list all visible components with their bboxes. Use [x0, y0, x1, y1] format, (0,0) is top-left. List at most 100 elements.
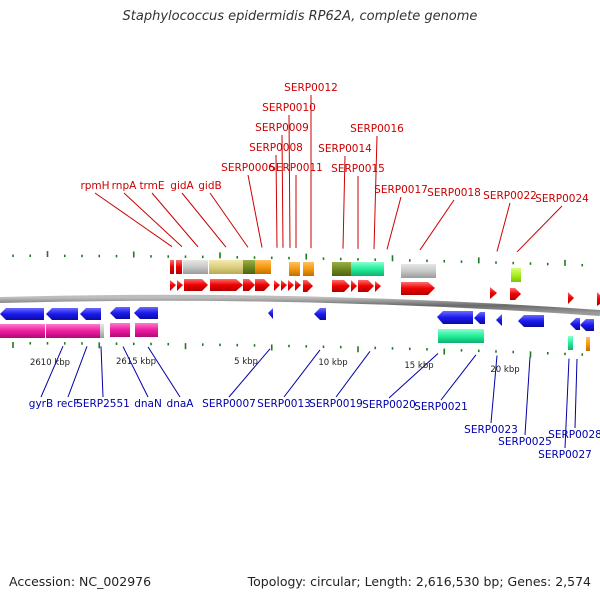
gene-label: SERP0006 — [221, 162, 275, 174]
gene-arrow-forward — [243, 279, 255, 291]
gene-label: SERP0023 — [464, 424, 518, 436]
feature-block — [110, 323, 130, 337]
gene-label: SERP0024 — [535, 193, 589, 205]
gene-label: trmE — [139, 180, 164, 192]
feature-block — [568, 336, 573, 350]
gene-label: SERP0007 — [202, 398, 256, 410]
feature-block — [586, 337, 590, 351]
leader-line — [67, 346, 88, 398]
leader-line — [147, 346, 181, 398]
leader-line — [388, 353, 439, 399]
leader-line — [100, 346, 104, 398]
leader-line — [94, 192, 173, 248]
leader-line — [440, 354, 477, 401]
scale-label: 2615 kbp — [116, 357, 156, 367]
topology-text: Topology: circular; Length: 2,616,530 bp… — [247, 574, 591, 589]
gene-arrow-forward — [288, 280, 294, 291]
leader-line — [564, 358, 570, 449]
map-title: Staphylococcus epidermidis RP62A, comple… — [122, 9, 478, 24]
gene-arrow-forward — [568, 292, 574, 304]
leader-line — [288, 114, 291, 248]
gene-label: SERP0013 — [257, 398, 311, 410]
feature-block — [209, 260, 243, 274]
gene-label: SERP0014 — [318, 143, 372, 155]
gene-label: SERP0021 — [414, 401, 468, 413]
gene-label: dnaN — [134, 398, 162, 410]
feature-block — [289, 262, 300, 276]
gene-label: SERP0028 — [548, 429, 600, 441]
gene-arrow-forward — [332, 280, 350, 292]
gene-arrow-forward — [177, 280, 183, 291]
leader-line — [516, 205, 563, 253]
leader-line — [209, 192, 249, 248]
gene-arrow-reverse — [570, 318, 580, 330]
gene-label: gidA — [170, 180, 194, 192]
leader-line — [335, 351, 371, 398]
gene-arrow-reverse — [46, 308, 78, 320]
feature-block — [303, 262, 314, 276]
gene-label: SERP2551 — [76, 398, 130, 410]
scale-label: 20 kbp — [490, 365, 519, 375]
gene-label: SERP0011 — [269, 162, 323, 174]
gene-label: gidB — [198, 180, 221, 192]
gene-label: SERP0022 — [483, 190, 537, 202]
gene-arrow-forward — [401, 282, 435, 295]
gene-arrow-forward — [510, 288, 521, 300]
gene-label: SERP0018 — [427, 187, 481, 199]
gene-label: SERP0008 — [249, 142, 303, 154]
tick-marks-bottom — [12, 342, 584, 358]
leader-line — [181, 192, 227, 248]
gene-arrow-forward — [303, 280, 313, 292]
feature-block — [46, 324, 79, 338]
feature-block — [351, 262, 384, 276]
gene-arrow-forward — [351, 280, 357, 292]
scale-label: 15 kbp — [404, 361, 433, 371]
gene-label: dnaA — [167, 398, 195, 410]
leader-line — [490, 355, 498, 424]
forward-feature-track — [170, 260, 521, 282]
gene-label: SERP0012 — [284, 82, 338, 94]
gene-arrow-forward — [281, 280, 287, 291]
gene-label: rpmH — [80, 180, 109, 192]
gene-label: SERP0010 — [262, 102, 316, 114]
feature-block — [183, 260, 208, 274]
accession-text: Accession: NC_002976 — [9, 574, 152, 589]
gene-arrow-reverse — [0, 308, 44, 320]
leader-line — [151, 192, 199, 248]
gene-arrow-reverse — [110, 307, 130, 319]
leader-line — [574, 358, 578, 429]
reverse-gene-track — [0, 307, 594, 331]
leader-line — [123, 192, 183, 248]
feature-block — [401, 264, 436, 278]
gene-label: SERP0027 — [538, 449, 592, 461]
gene-label: SERP0020 — [362, 399, 416, 411]
gene-arrow-reverse — [268, 308, 273, 319]
gene-arrow-reverse — [80, 308, 101, 320]
gene-label: SERP0009 — [255, 122, 309, 134]
gene-label: SERP0025 — [498, 436, 552, 448]
gene-arrow-forward — [597, 292, 600, 306]
leader-line — [228, 348, 271, 398]
gene-arrow-forward — [358, 280, 374, 292]
gene-label: rnpA — [112, 180, 137, 192]
leader-line — [496, 202, 511, 252]
leader-line — [283, 349, 321, 398]
feature-block — [0, 324, 45, 338]
gene-arrow-reverse — [496, 314, 502, 326]
gene-arrow-reverse — [474, 312, 485, 324]
reverse-feature-track — [0, 323, 590, 351]
gene-arrow-forward — [375, 281, 381, 292]
gene-arrow-forward — [255, 279, 270, 291]
gene-label: SERP0019 — [309, 398, 363, 410]
feature-block — [79, 324, 100, 338]
forward-gene-track — [170, 279, 600, 306]
feature-block — [255, 260, 271, 274]
gene-arrow-reverse — [518, 315, 544, 327]
gene-arrow-forward — [490, 287, 497, 299]
leader-line — [419, 199, 455, 251]
genome-backbone — [0, 294, 600, 316]
leader-line — [275, 154, 278, 248]
